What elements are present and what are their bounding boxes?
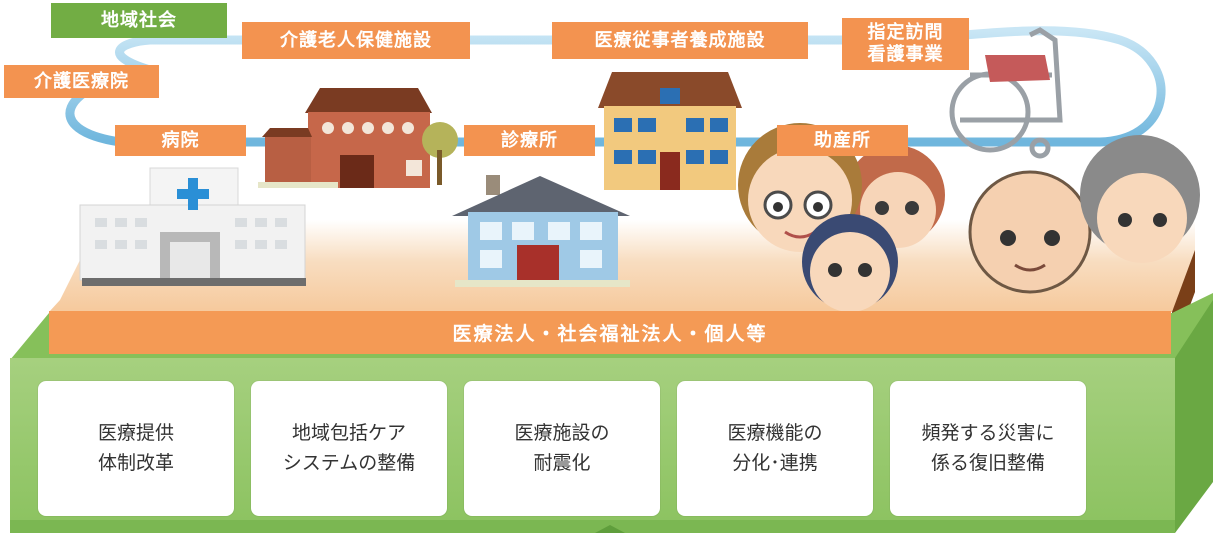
community-loop xyxy=(65,26,1166,147)
facility-label-training: 医療従事者養成施設 xyxy=(552,22,808,59)
foundation-banner: 医療法人・社会福祉法人・個人等 xyxy=(49,311,1171,354)
people-icon xyxy=(738,123,1200,312)
facility-label-hospital: 病院 xyxy=(115,125,246,156)
facility-label-clinic: 診療所 xyxy=(464,125,595,156)
platform-side xyxy=(1175,300,1213,533)
platform-bottom-edge xyxy=(10,520,1175,533)
region-label: 地域社会 xyxy=(51,3,227,38)
school-building-icon xyxy=(598,72,742,190)
clinic-house-icon xyxy=(452,175,630,287)
facility-label-care-health: 介護老人保健施設 xyxy=(242,22,470,59)
initiative-card-4: 医療機能の 分化･連携 xyxy=(677,381,873,516)
facility-label-midwifery: 助産所 xyxy=(777,125,908,156)
facility-label-care-medical: 介護医療院 xyxy=(4,65,159,98)
initiative-card-2: 地域包括ケア システムの整備 xyxy=(251,381,447,516)
initiative-card-5: 頻発する災害に 係る復旧整備 xyxy=(890,381,1086,516)
initiative-card-3: 医療施設の 耐震化 xyxy=(464,381,660,516)
hospital-icon xyxy=(79,167,306,286)
platform-notch xyxy=(595,525,625,533)
facility-label-visiting-nurse: 指定訪問 看護事業 xyxy=(842,18,969,70)
nursing-home-icon xyxy=(258,88,458,188)
initiative-card-1: 医療提供 体制改革 xyxy=(38,381,234,516)
